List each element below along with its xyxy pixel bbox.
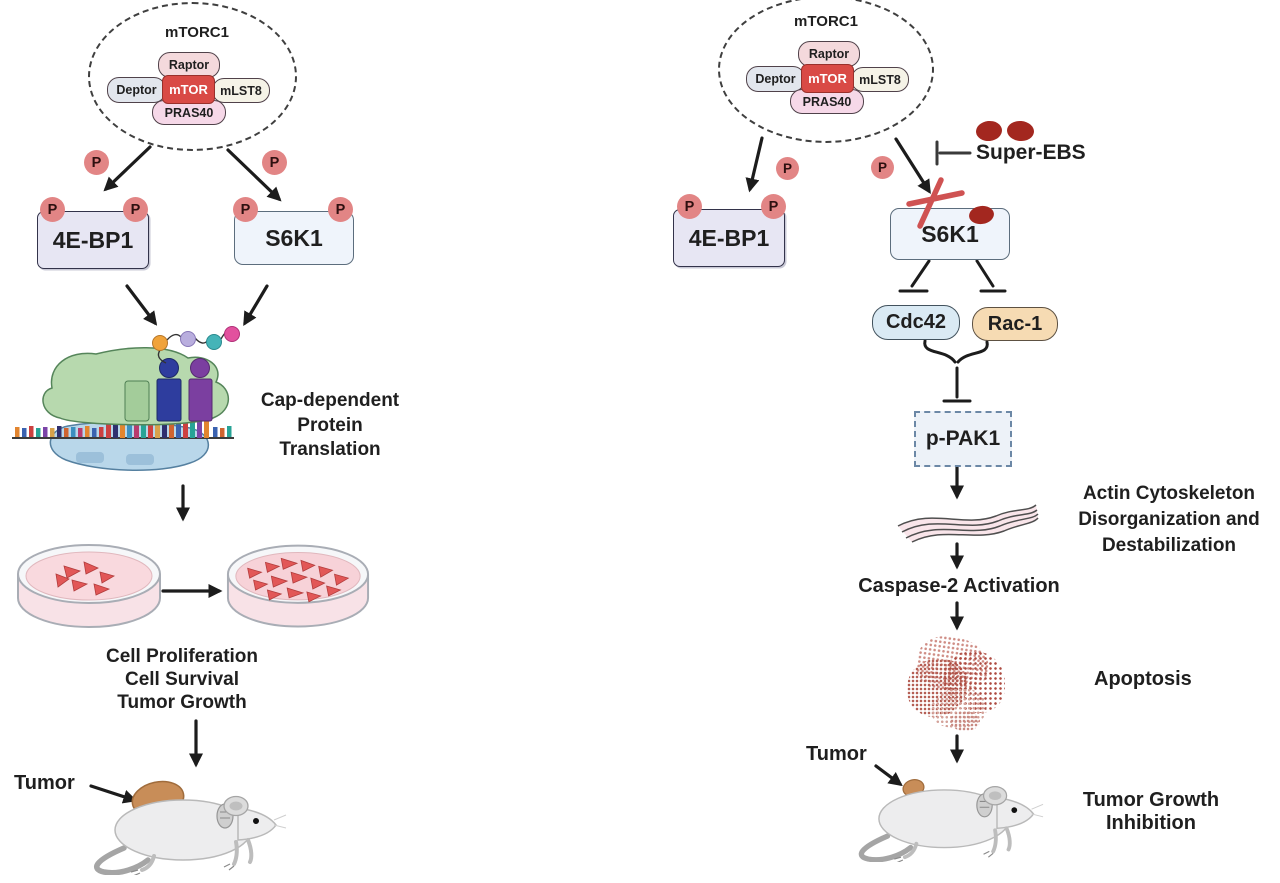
superebs-molecule (975, 119, 1003, 143)
mrna-bases (15, 426, 232, 437)
translation-line: Protein (297, 414, 363, 436)
phospho-badge: P (84, 150, 109, 175)
mouse-toes (130, 863, 235, 875)
arrow-mtorc1-to-s6k1-right (894, 137, 931, 194)
actin-line: Disorganization and (1078, 509, 1260, 531)
mouse-hind-leg (902, 841, 919, 860)
rac1-pill: Rac-1 (972, 307, 1058, 341)
mouse-whiskers (1031, 803, 1044, 818)
phospho-badge: P (233, 197, 258, 222)
deptor-pill-left: Deptor (107, 77, 166, 103)
amino-acid-pink (224, 326, 240, 342)
arrow-s6k1-to-ribosome (243, 284, 269, 327)
ppak1-box: p-PAK1 (914, 411, 1012, 467)
outcome-line: Inhibition (1106, 812, 1196, 834)
amino-acid-teal (206, 334, 222, 350)
pras40-pill-right: PRAS40 (790, 89, 864, 114)
ribosome-p-site-trna (156, 378, 182, 422)
translation-line: Translation (279, 439, 381, 461)
e4ebp1-box-left: 4E-BP1 (37, 211, 149, 269)
trna-head-purple (190, 358, 210, 378)
amino-acid-lavender (180, 331, 196, 347)
actin-line: Destabilization (1101, 535, 1237, 557)
amino-acid-orange (152, 335, 168, 351)
apoptosis-label: Apoptosis (1094, 668, 1192, 690)
superebs-label: Super-EBS (976, 141, 1086, 164)
tumor-label-right: Tumor (806, 743, 867, 765)
actin-filaments-illustration (897, 504, 1039, 543)
translation-line: Cap-dependent (260, 390, 400, 411)
mouse-inner-ear (988, 791, 1002, 801)
pras40-pill-left: PRAS40 (152, 100, 226, 125)
phospho-badge: P (123, 197, 148, 222)
phospho-badge: P (40, 197, 65, 222)
petri-dish-sparse (17, 544, 161, 628)
deptor-pill-right: Deptor (746, 66, 805, 92)
caspase-label: Caspase-2 Activation (858, 575, 1060, 597)
ribosome-notch (76, 452, 104, 463)
mouse-toes (894, 850, 994, 862)
mouse-whiskers (273, 814, 287, 829)
actin-label: Actin Cytoskeleton Disorganization and D… (1060, 481, 1278, 560)
phospho-badge: P (262, 150, 287, 175)
mlst8-pill-left: mLST8 (212, 78, 270, 103)
phospho-badge: P (776, 157, 799, 180)
petri-dish-dense (226, 544, 370, 628)
tbar-s6k1-cdc42-line (910, 259, 931, 288)
arrow-4ebp1-to-ribosome (125, 284, 158, 326)
mouse-small-tumor (858, 779, 1044, 862)
tbar-s6k1-rac1-line (975, 259, 995, 288)
phospho-badge: P (677, 194, 702, 219)
phospho-badge: P (761, 194, 786, 219)
brace-left (923, 339, 957, 364)
outcome-line: Cell Proliferation (105, 646, 259, 667)
mtor-pill-right: mTOR (801, 64, 854, 93)
phospho-badge: P (871, 156, 894, 179)
mouse-tail (858, 833, 914, 862)
mtorc1-title-right: mTORC1 (794, 13, 858, 30)
cells-sparse (55, 561, 116, 596)
outcomes-label-left: Cell Proliferation Cell Survival Tumor G… (92, 646, 272, 714)
ribosome-e-site (124, 380, 150, 422)
cells-dense (247, 557, 350, 603)
ribosome-illustration (12, 326, 240, 471)
phospho-badge: P (328, 197, 353, 222)
trna-head-blue (159, 358, 179, 378)
mouse-large-tumor (94, 780, 287, 875)
ribosome-notch (126, 454, 154, 465)
apoptosis-illustration (905, 632, 1010, 733)
mouse-front-legs (232, 838, 254, 866)
cdc42-pill: Cdc42 (872, 305, 960, 340)
codon-barcode (106, 418, 209, 438)
translation-label: Cap-dependent Protein Translation (246, 389, 414, 463)
superebs-molecule (1006, 119, 1035, 143)
outcome-line: Tumor Growth (1082, 789, 1220, 811)
arrow-mtorc1-to-4ebp1-right (745, 136, 764, 193)
mtorc1-complex-right (718, 0, 934, 143)
inhibition-outcome-label: Tumor Growth Inhibition (1070, 789, 1232, 835)
mouse-tail (94, 845, 151, 875)
mouse-eye (253, 818, 259, 824)
mouse-hind-leg (140, 854, 156, 872)
tumor-label-left: Tumor (14, 772, 75, 794)
mouse-inner-ear (229, 801, 243, 811)
mtor-pill-left: mTOR (162, 75, 215, 104)
peptide-stem (157, 349, 167, 364)
actin-line: Actin Cytoskeleton (1082, 483, 1256, 504)
mouse-front-legs (991, 826, 1012, 854)
apoptotic-cluster (950, 711, 980, 731)
brace-right (956, 340, 989, 364)
outcome-line: Tumor Growth (117, 691, 247, 713)
mtorc1-title-left: mTORC1 (165, 24, 229, 41)
raptor-pill-right: Raptor (798, 41, 860, 67)
dish-media (25, 551, 153, 601)
actin-band (898, 505, 1038, 542)
arrow-mtorc1-to-4ebp1-left (103, 145, 152, 192)
mtorc1-complex-left (88, 2, 297, 151)
mlst8-pill-right: mLST8 (851, 67, 909, 92)
actin-strands (897, 504, 1039, 543)
ribosome-a-site-trna (188, 378, 213, 422)
mouse-eye (1011, 807, 1018, 813)
outcome-line: Cell Survival (124, 668, 240, 690)
